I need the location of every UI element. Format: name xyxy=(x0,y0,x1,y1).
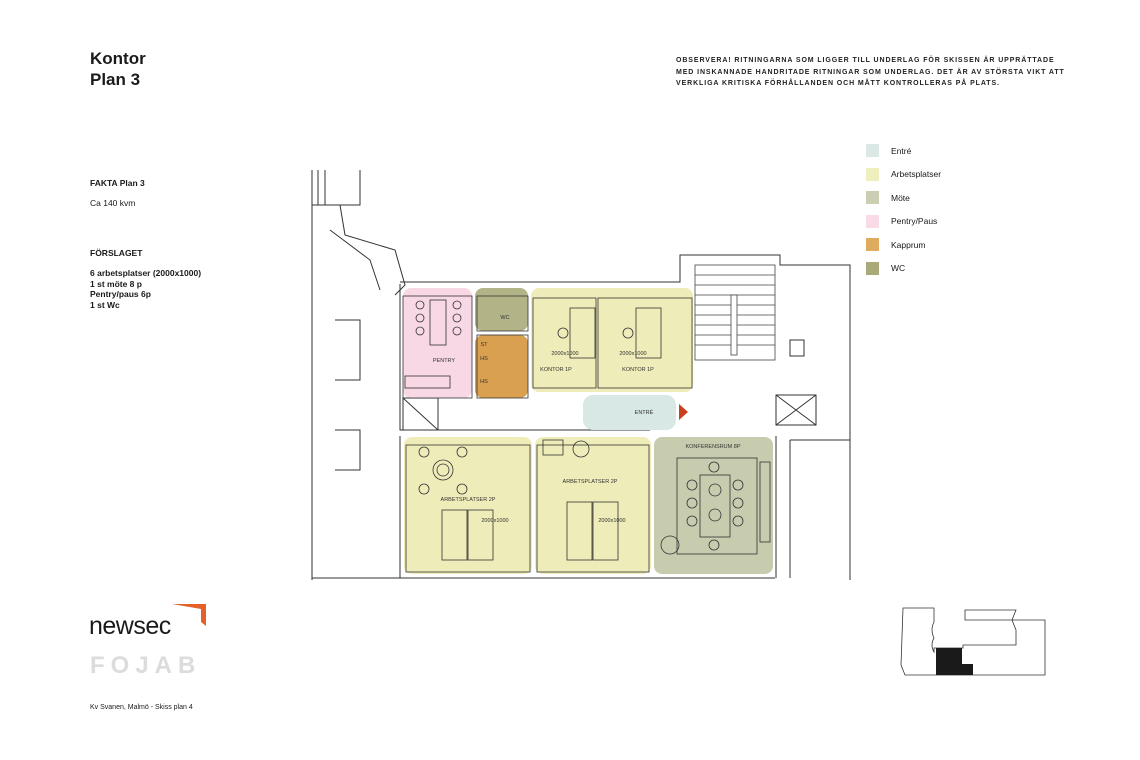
label-hs: HS xyxy=(480,356,488,362)
label-desk-size: 2000x1000 xyxy=(619,351,646,357)
fojab-logo: FOJAB xyxy=(90,652,202,679)
label-kontor-1p: KONTOR 1P xyxy=(540,367,572,373)
disclaimer-note: OBSERVERA! RITNINGARNA SOM LIGGER TILL U… xyxy=(676,55,1065,90)
legend-swatch xyxy=(866,238,879,252)
legend-item: Möte xyxy=(866,186,941,210)
label-desk-size: 2000x1000 xyxy=(481,518,508,524)
label-arbetsplatser: ARBETSPLATSER 2P xyxy=(563,479,618,485)
legend: Entré Arbetsplatser Möte Pentry/Paus Kap… xyxy=(866,139,941,280)
label-konferensrum: KONFERENSRUM 8P xyxy=(685,444,740,450)
label-desk-size: 2000x1000 xyxy=(551,351,578,357)
legend-label: Möte xyxy=(891,192,910,203)
legend-label: WC xyxy=(891,263,906,274)
key-plan xyxy=(900,607,1046,676)
room-furniture xyxy=(402,295,771,573)
footer-caption: Kv Svanen, Malmö - Skiss plan 4 xyxy=(90,704,193,711)
legend-swatch xyxy=(866,191,879,205)
note-line: MED INSKANNADE HANDRITADE RITNINGAR SOM … xyxy=(676,68,1065,76)
legend-label: Arbetsplatser xyxy=(891,169,942,180)
zone-kapprum xyxy=(475,335,528,398)
building-walls xyxy=(311,170,851,580)
label-arbetsplatser: ARBETSPLATSER 2P xyxy=(441,497,496,503)
proposal-heading: FÖRSLAGET xyxy=(90,248,143,258)
legend-swatch xyxy=(866,144,879,158)
proposal-item: 6 arbetsplatser (2000x1000) xyxy=(90,268,202,278)
proposal-item: Pentry/paus 6p xyxy=(90,289,151,299)
facts-heading: FAKTA Plan 3 xyxy=(90,178,145,188)
legend-swatch xyxy=(866,261,879,275)
zone-konferensrum xyxy=(654,437,773,574)
legend-swatch xyxy=(866,214,879,228)
label-entre: ENTRÉ xyxy=(635,409,654,416)
zone-pentry xyxy=(403,288,472,398)
label-pentry: PENTRY xyxy=(433,358,456,364)
label-st: ST xyxy=(480,342,488,348)
label-kontor-1p: KONTOR 1P xyxy=(622,367,654,373)
zone-entre xyxy=(583,395,676,430)
label-wc: WC xyxy=(500,315,509,321)
title-line-1: Kontor xyxy=(90,49,146,68)
proposal-item: 1 st Wc xyxy=(90,299,120,310)
zone-wc xyxy=(475,288,528,331)
legend-item: Entré xyxy=(866,139,941,163)
staircase xyxy=(694,264,776,361)
title-line-2: Plan 3 xyxy=(90,70,141,89)
legend-label: Entré xyxy=(891,145,912,156)
note-line: OBSERVERA! RITNINGARNA SOM LIGGER TILL U… xyxy=(676,57,1055,64)
zone-arbetsplatser-1 xyxy=(404,437,532,574)
note-line: VERKLIGA KRITISKA FÖRHÅLLANDEN OCH MÅTT … xyxy=(676,80,1000,87)
label-hs: HS xyxy=(480,379,488,385)
facts-area: Ca 140 kvm xyxy=(90,198,136,208)
entrance-arrow-icon xyxy=(679,404,688,420)
legend-swatch xyxy=(866,167,879,181)
proposal-section: FÖRSLAGET 6 arbetsplatser (2000x1000) 1 … xyxy=(90,248,201,310)
legend-item: Kapprum xyxy=(866,233,941,257)
facts-section: FAKTA Plan 3 Ca 140 kvm xyxy=(90,178,145,208)
legend-label: Kapprum xyxy=(891,239,926,250)
legend-item: Pentry/Paus xyxy=(866,210,941,234)
proposal-item: 1 st möte 8 p xyxy=(90,278,142,289)
legend-label: Pentry/Paus xyxy=(891,216,938,227)
legend-item: WC xyxy=(866,257,941,281)
legend-item: Arbetsplatser xyxy=(866,163,941,187)
newsec-logo-mark xyxy=(172,604,206,626)
zone-kontor xyxy=(531,288,693,392)
newsec-logo: newsec xyxy=(89,612,171,640)
page-title: Kontor Plan 3 xyxy=(90,48,146,90)
label-desk-size: 2000x1000 xyxy=(598,518,625,524)
